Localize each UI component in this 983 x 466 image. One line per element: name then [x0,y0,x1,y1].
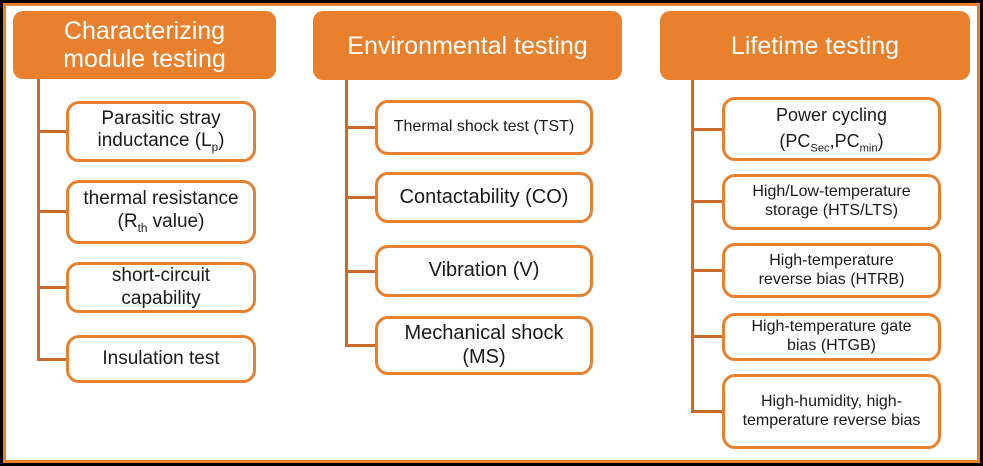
node-label: High-humidity, high-temperature reverse … [742,392,921,429]
header-label: Lifetime testing [730,31,900,60]
node-contactability: Contactability (CO) [375,172,593,223]
header-lifetime-testing: Lifetime testing [660,11,970,80]
connector-line [345,270,375,273]
node-label: Vibration (V) [428,259,540,282]
node-label: Thermal shock test (TST) [393,118,575,136]
node-label: Power cycling(PCSec,PCmin) [775,104,888,155]
node-label: Mechanical shock(MS) [404,321,564,368]
node-power-cycling: Power cycling(PCSec,PCmin) [722,97,941,161]
connector-line [691,335,722,338]
node-label: Insulation test [102,347,220,369]
connector-trunk [37,79,40,361]
connector-trunk [691,80,694,413]
node-label: thermal resistance(Rth value) [83,188,239,235]
connector-line [37,210,66,213]
connector-line [37,286,66,289]
connector-trunk [345,80,348,347]
header-environmental-testing: Environmental testing [313,11,622,80]
connector-line [691,128,722,131]
node-mechanical-shock: Mechanical shock(MS) [375,316,593,375]
connector-line [345,126,375,129]
connector-line [345,344,375,347]
header-label: Environmental testing [347,31,588,60]
node-thermal-resistance: thermal resistance(Rth value) [66,180,256,244]
connector-line [691,269,722,272]
node-thermal-shock-test: Thermal shock test (TST) [375,100,593,155]
connector-line [345,196,375,199]
node-vibration: Vibration (V) [375,245,593,297]
connector-line [691,410,722,413]
node-insulation-test: Insulation test [66,335,256,383]
node-label: Contactability (CO) [399,185,569,208]
connector-line [691,200,722,203]
connector-line [37,358,66,361]
connector-line [37,130,66,133]
node-high-humidity-high-temperature-reverse-bias: High-humidity, high-temperature reverse … [722,374,941,449]
